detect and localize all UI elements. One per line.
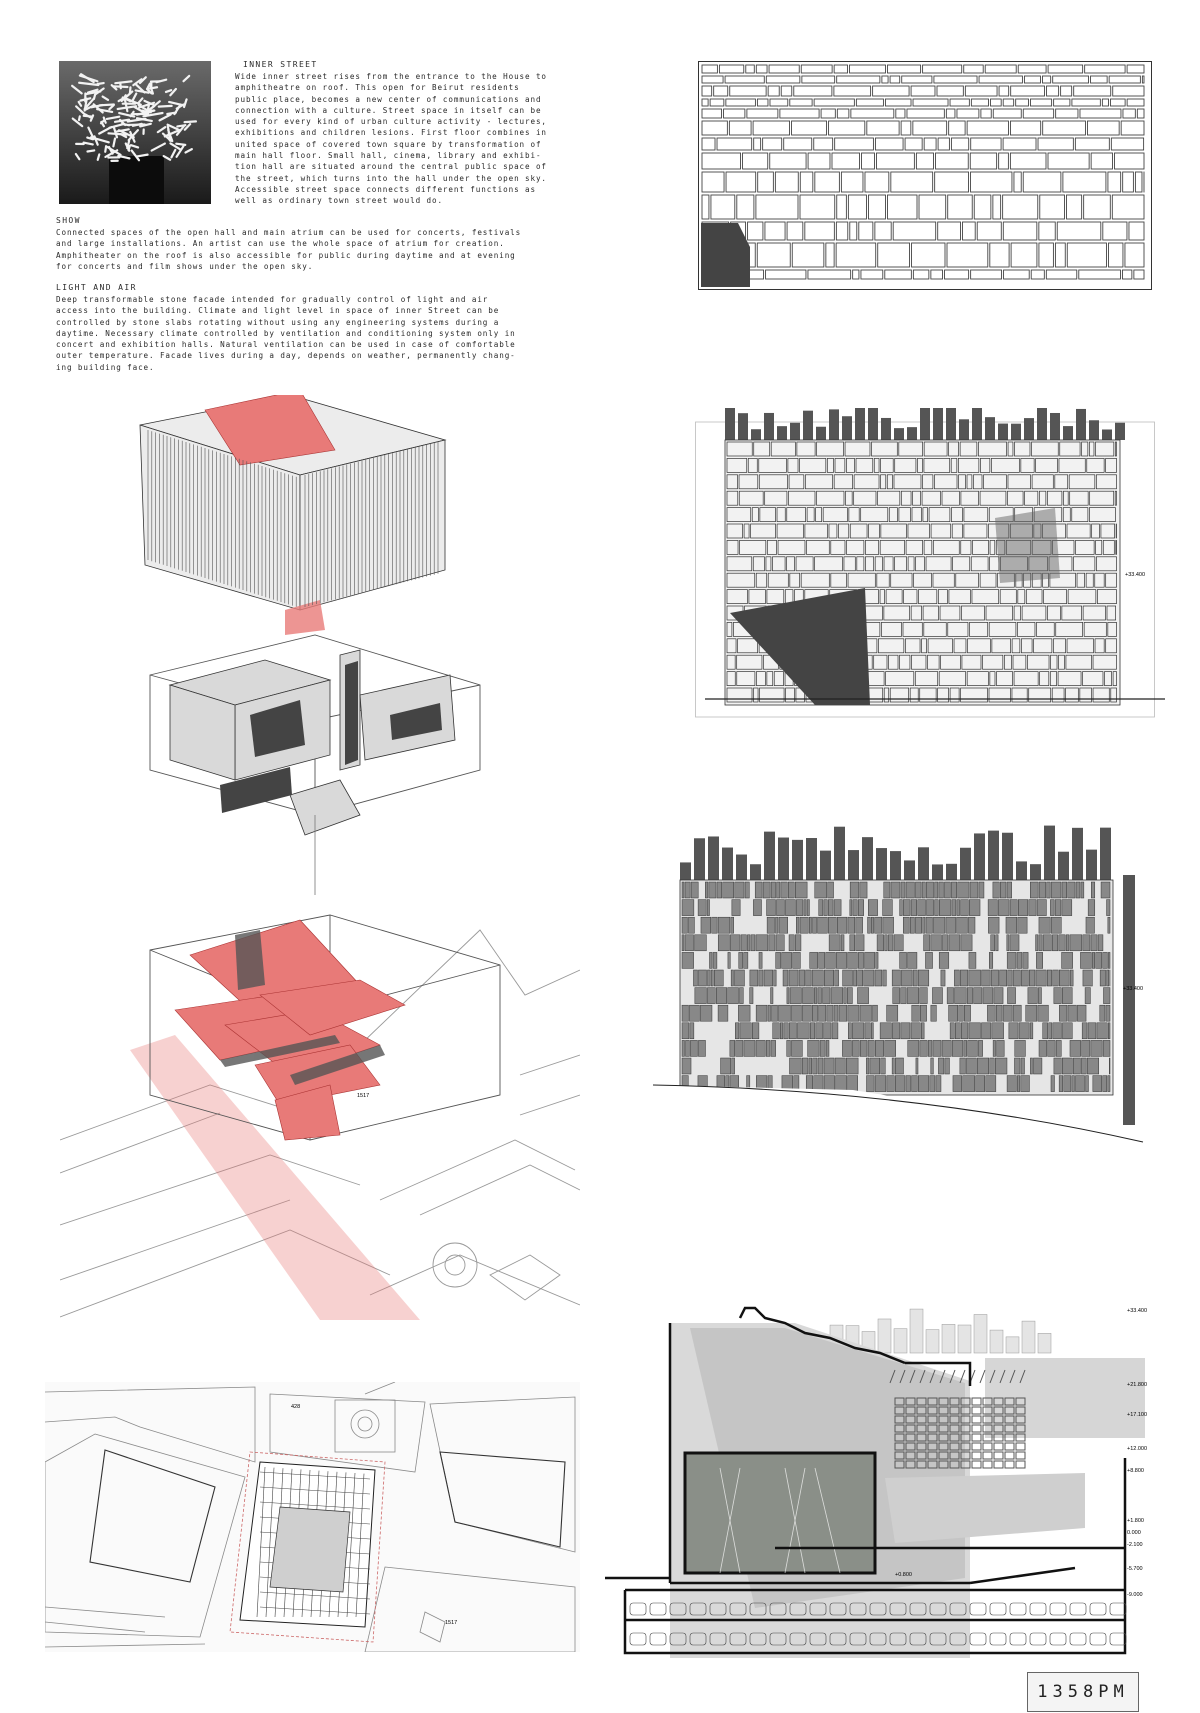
- text-line: well as ordinary town street would do.: [235, 196, 443, 206]
- project-code-tag: 1358PM: [1027, 1672, 1139, 1712]
- text-line: exhibitions and children lesions. First …: [235, 128, 547, 138]
- section-level-right: +33.400: [1127, 1308, 1147, 1314]
- section-title-light-and-air: LIGHT AND AIR: [56, 283, 137, 292]
- section-level-right: -9.000: [1127, 1592, 1143, 1598]
- section-level-right: -5.700: [1127, 1566, 1143, 1572]
- text-line: access into the building. Climate and li…: [56, 306, 500, 316]
- text-line: outer temperature. Facade lives during a…: [56, 351, 516, 361]
- facade-pattern-drawing: [698, 61, 1152, 290]
- site-plan-drawing: 1517 428: [44, 1381, 580, 1653]
- section-level-right: +1.800: [1127, 1518, 1144, 1524]
- text-line: tion hall are situated around the centra…: [235, 162, 547, 172]
- model-photo: [59, 61, 211, 204]
- exploded-axonometric-diagram: 1517: [59, 389, 581, 1325]
- section-level-right: +8.800: [1127, 1468, 1144, 1474]
- text-line: public place, becomes a new center of co…: [235, 94, 542, 104]
- axon-label: 1517: [357, 1093, 369, 1099]
- text-line: the street, which turns into the hall un…: [235, 173, 547, 183]
- text-line: amphitheatre on roof. This open for Beir…: [235, 83, 520, 93]
- north-elevation-mark: +33.400: [1125, 572, 1145, 578]
- text-line: daytime. Necessary climate controlled by…: [56, 328, 516, 338]
- section-body-show: Connected spaces of the open hall and ma…: [56, 227, 636, 272]
- text-line: and large installations. An artist can u…: [56, 239, 505, 249]
- section-title-inner-street: INNER STREET: [243, 60, 318, 69]
- text-line: used for every kind of urban culture act…: [235, 117, 547, 127]
- text-line: ing building face.: [56, 362, 155, 372]
- text-line: Amphitheater on the roof is also accessi…: [56, 250, 516, 260]
- text-line: for concerts and film shows under the op…: [56, 261, 314, 271]
- plan-label-block-a: 1517: [445, 1620, 457, 1626]
- text-line: concert and exhibition halls. Natural ve…: [56, 340, 516, 350]
- building-section-drawing: 37.00035.40021.800+17.10012.2005.4000.00…: [559, 1278, 1195, 1713]
- south-elevation-drawing: +33.400: [652, 820, 1173, 1150]
- text-line: connection with a culture. Street space …: [235, 105, 542, 115]
- section-level-right: +17.100: [1127, 1412, 1147, 1418]
- text-line: Accessible street space connects differe…: [235, 184, 536, 194]
- text-line: Connected spaces of the open hall and ma…: [56, 228, 522, 237]
- section-body-light-and-air: Deep transformable stone facade intended…: [56, 294, 636, 373]
- south-elevation-mark: +33.400: [1123, 986, 1143, 992]
- text-line: Wide inner street rises from the entranc…: [235, 72, 547, 81]
- text-line: Deep transformable stone facade intended…: [56, 295, 489, 304]
- section-title-show: SHOW: [56, 216, 81, 225]
- text-line: main hall floor. Small hall, cinema, lib…: [235, 151, 542, 161]
- section-inner-mark: +0.800: [895, 1572, 912, 1578]
- plan-label-block-b: 428: [291, 1404, 300, 1410]
- north-elevation-drawing: +33.400: [695, 403, 1175, 718]
- section-level-right: +12.000: [1127, 1446, 1147, 1452]
- section-body-inner-street: Wide inner street rises from the entranc…: [235, 71, 630, 207]
- text-line: united space of covered town square by t…: [235, 139, 542, 149]
- text-line: controlled by stone slabs rotating witho…: [56, 317, 500, 327]
- section-level-right: -2.100: [1127, 1542, 1143, 1548]
- section-level-right: +21.800: [1127, 1382, 1147, 1388]
- section-level-right: 0.000: [1127, 1530, 1141, 1536]
